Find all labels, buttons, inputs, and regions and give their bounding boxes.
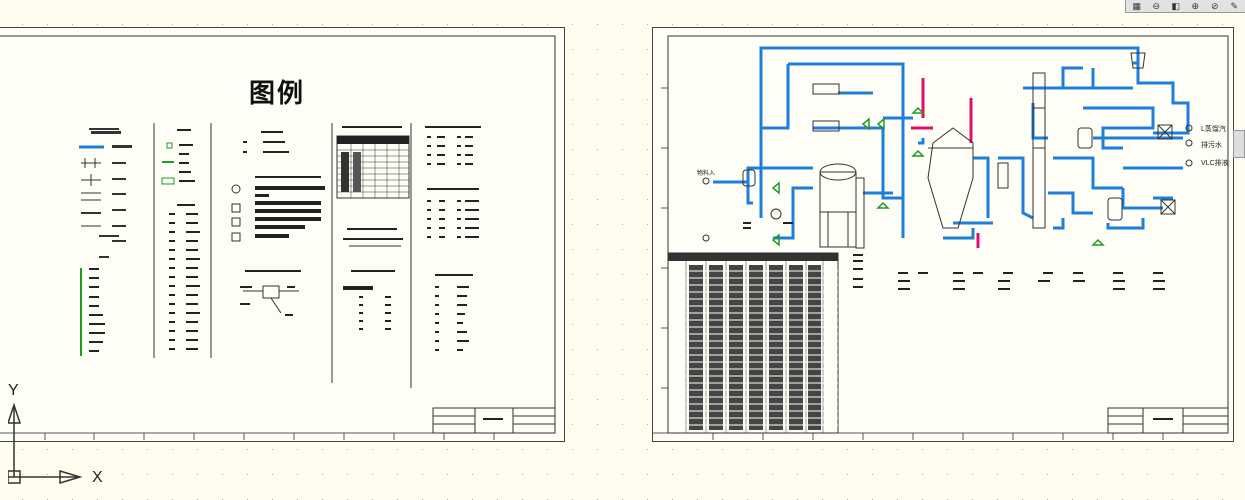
pid-sheet[interactable]: L蒸馏汽 排污水 VLC排液 物料入 — [652, 27, 1234, 442]
pid-drawing — [653, 35, 1229, 440]
minus-icon[interactable]: ⊖ — [1152, 1, 1161, 11]
axis-y-label: Y — [8, 382, 19, 399]
pid-label-distillate: L蒸馏汽 — [1201, 126, 1226, 133]
pid-label-drain: 排污水 — [1201, 142, 1222, 149]
pid-label-vlc: VLC排液 — [1201, 160, 1229, 167]
view-toolbar: ▦ ⊖ ◧ ⊕ ⊘ ✎ — [1125, 0, 1245, 13]
legend-sheet[interactable]: 图例 — [0, 27, 565, 442]
pen-icon[interactable]: ✎ — [1230, 1, 1239, 11]
scrollbar-thumb[interactable] — [1233, 130, 1245, 158]
add-layer-icon[interactable]: ⊕ — [1191, 1, 1200, 11]
pid-label-inlet: 物料入 — [697, 171, 716, 177]
ucs-icon — [8, 402, 83, 485]
layers-icon[interactable]: ◧ — [1171, 1, 1180, 11]
axis-x-label: X — [92, 469, 103, 486]
legend-drawing — [0, 35, 556, 440]
legend-title: 图例 — [249, 79, 306, 109]
cancel-layer-icon[interactable]: ⊘ — [1210, 1, 1219, 11]
grid-icon[interactable]: ▦ — [1132, 1, 1141, 11]
